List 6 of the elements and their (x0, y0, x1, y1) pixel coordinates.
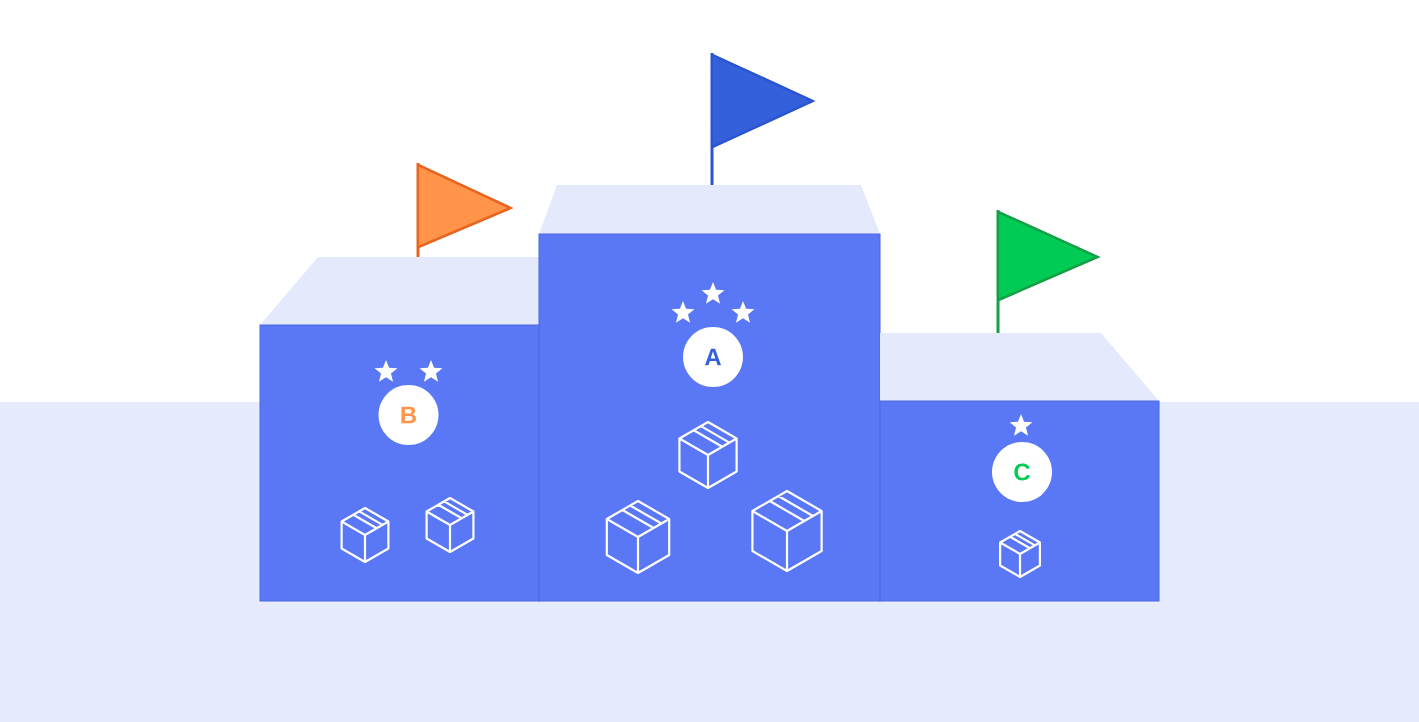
letter-badge: C (992, 442, 1052, 502)
podium-block (259, 257, 540, 602)
podium-block (538, 185, 881, 602)
letter-badge: B (378, 385, 439, 445)
letter-badge: A (683, 327, 743, 387)
podium-block (879, 333, 1160, 602)
